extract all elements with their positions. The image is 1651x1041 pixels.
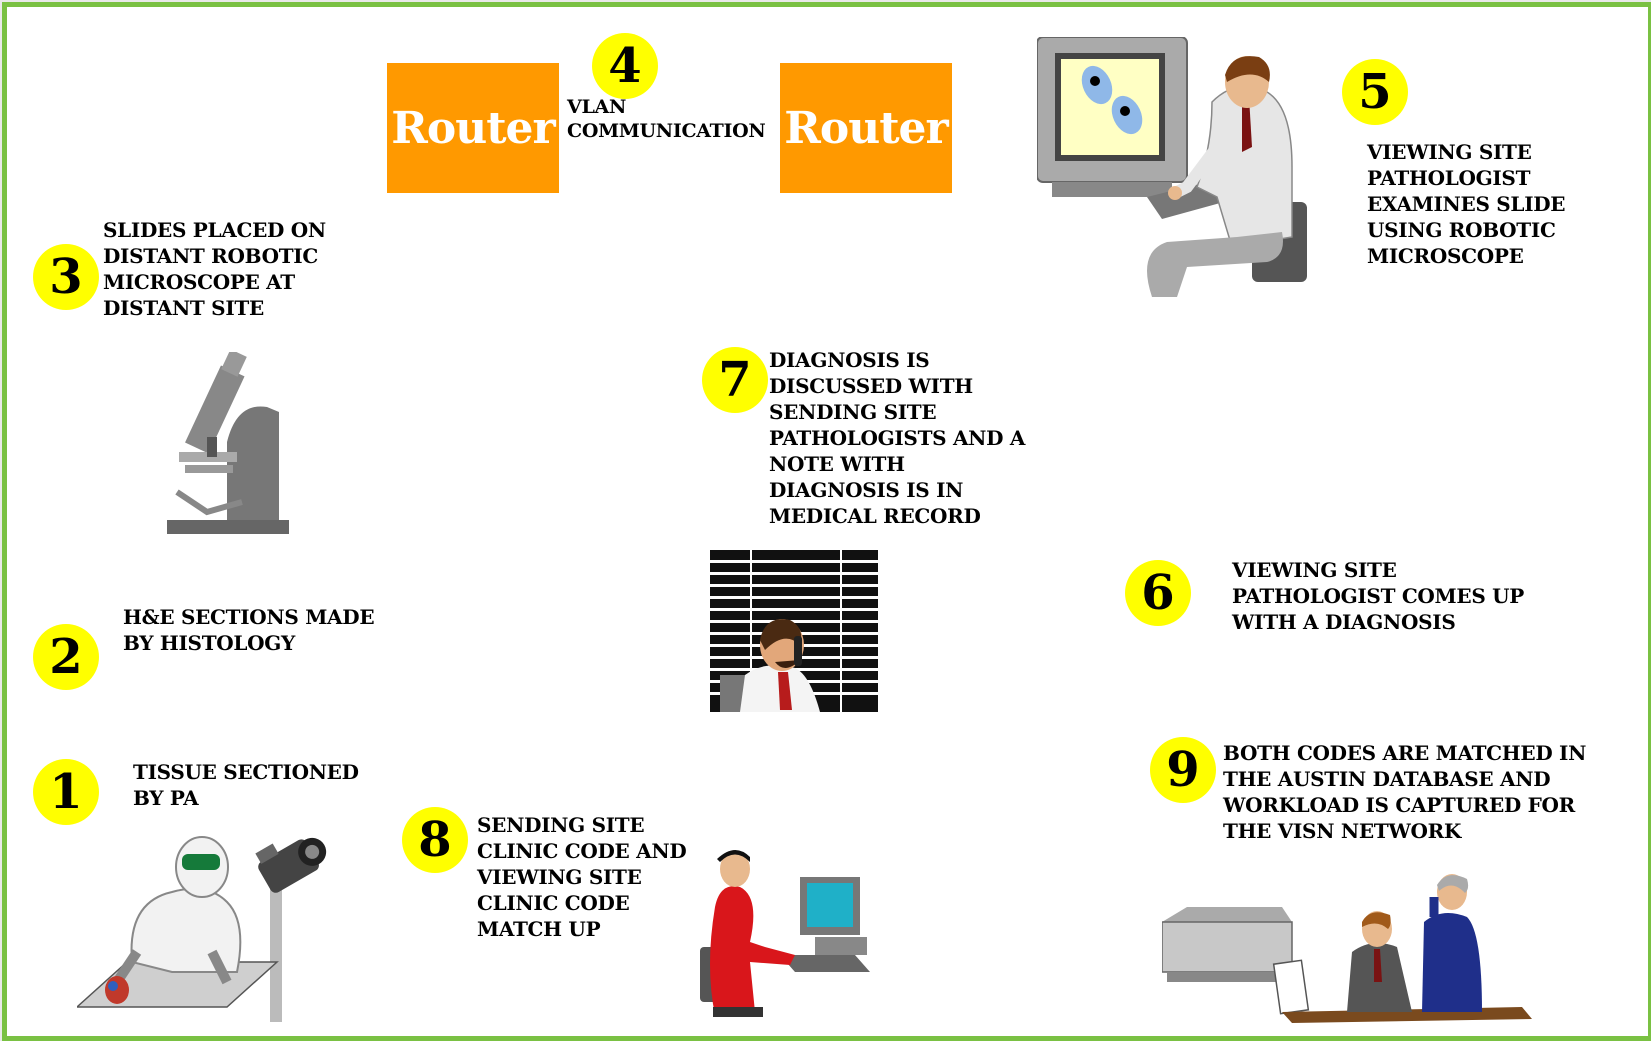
lab-technician-icon (77, 836, 327, 1022)
step-6-badge: 6 (1125, 560, 1191, 626)
step-9-label: BOTH CODES ARE MATCHED IN THE AUSTIN DAT… (1223, 741, 1587, 843)
pathologist-at-computer-icon (1037, 37, 1307, 297)
step-8-badge: 8 (402, 807, 468, 873)
step-7-label: DIAGNOSIS IS DISCUSSED WITH SENDING SITE… (769, 348, 1026, 528)
step-1-label: TISSUE SECTIONED BY PA (133, 760, 359, 810)
router-right: Router (780, 63, 952, 193)
step-2-label: H&E SECTIONS MADE BY HISTOLOGY (123, 605, 375, 655)
step-6-label: VIEWING SITE PATHOLOGIST COMES UP WITH A… (1232, 558, 1525, 634)
step-7-badge: 7 (702, 347, 768, 413)
step-3-badge: 3 (33, 244, 99, 310)
step-9-badge: 9 (1150, 737, 1216, 803)
step-4-badge: 4 (592, 33, 658, 99)
step-2-badge: 2 (33, 624, 99, 690)
step-1-badge: 1 (33, 759, 99, 825)
microscope-icon (167, 352, 289, 534)
person-on-phone-icon (710, 550, 878, 712)
step-4-label: VLAN COMMUNICATION (567, 96, 766, 142)
step-5-badge: 5 (1342, 59, 1408, 125)
printer-and-businessmen-icon (1162, 874, 1532, 1023)
router-left: Router (387, 63, 559, 193)
step-3-label: SLIDES PLACED ON DISTANT ROBOTIC MICROSC… (103, 218, 326, 320)
clinic-clerk-icon (700, 849, 870, 1017)
step-5-label: VIEWING SITE PATHOLOGIST EXAMINES SLIDE … (1367, 140, 1566, 268)
step-8-label: SENDING SITE CLINIC CODE AND VIEWING SIT… (477, 813, 687, 941)
